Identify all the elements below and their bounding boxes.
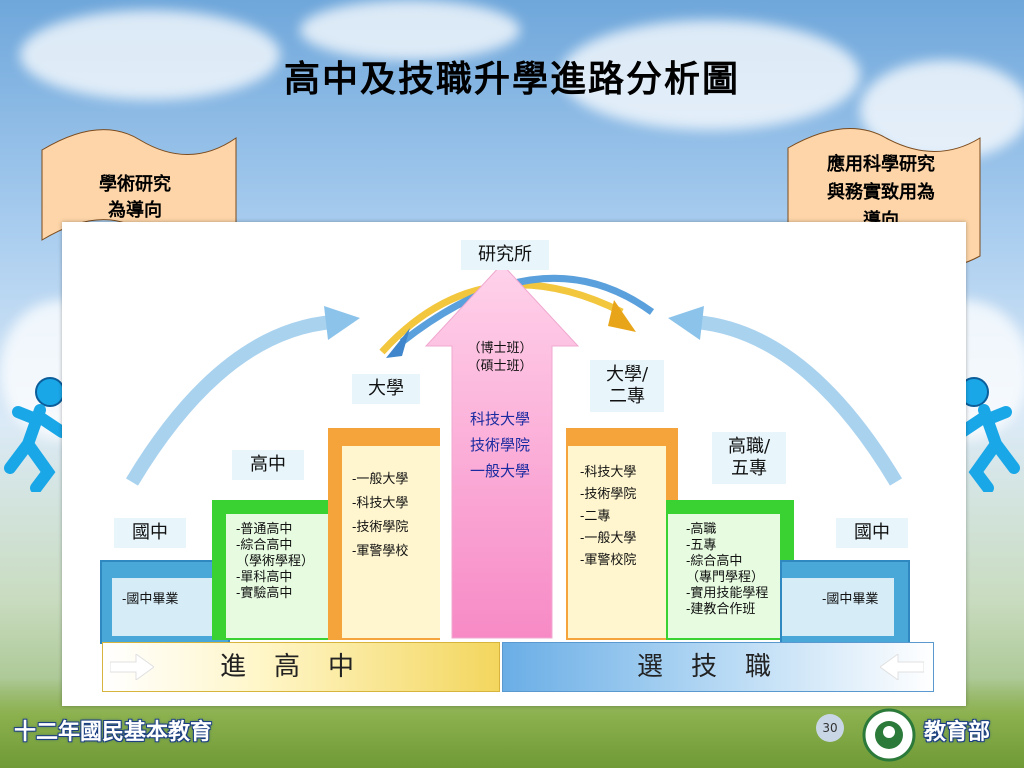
list-item: -科技大學 bbox=[580, 465, 637, 480]
box-vocational-right-text: -高職 -五專 -綜合高中 （專門學程） -實用技能學程 -建教合作班 bbox=[686, 522, 782, 618]
label-line: 二專 bbox=[609, 386, 645, 407]
degree-masters: （碩士班） bbox=[467, 359, 533, 374]
list-item: （學術學程） bbox=[236, 554, 315, 569]
left-flag-line2: 為導向 bbox=[108, 200, 162, 221]
box-junior-left-text: -國中畢業 bbox=[122, 592, 179, 607]
center-schools: 科技大學 技術學院 一般大學 bbox=[454, 406, 546, 484]
degree-phd: （博士班） bbox=[467, 341, 533, 356]
box-university-right bbox=[568, 446, 666, 638]
list-item: -實驗高中 bbox=[236, 586, 293, 601]
right-flag-line1: 應用科學研究 bbox=[827, 154, 935, 175]
box-highschool-left bbox=[226, 514, 338, 638]
label-line: 高職/ bbox=[727, 436, 771, 457]
arrow-left-icon bbox=[880, 654, 924, 680]
box-junior-right bbox=[782, 578, 894, 636]
list-item: -實用技能學程 bbox=[686, 586, 769, 601]
running-person-icon bbox=[4, 377, 68, 492]
diagram-panel: 研究所 （博士班） （碩士班） 科技大學 技術學院 一般大學 -國中畢業 國中 … bbox=[62, 222, 966, 706]
list-item: -綜合高中 bbox=[686, 554, 743, 569]
arrow-head bbox=[608, 300, 636, 332]
list-item: -技術學院 bbox=[352, 520, 409, 535]
label-university-left: 大學 bbox=[352, 374, 420, 404]
arrow-right-icon bbox=[110, 654, 154, 680]
box-university-right-text: -科技大學 -技術學院 -二專 -一般大學 -軍警校院 bbox=[580, 462, 666, 572]
box-university-left-text: -一般大學 -科技大學 -技術學院 -軍警學校 bbox=[352, 468, 440, 564]
list-item: -軍警學校 bbox=[352, 544, 409, 559]
list-item: -高職 bbox=[686, 522, 717, 537]
label-junior-right: 國中 bbox=[836, 518, 908, 548]
list-item: -一般大學 bbox=[352, 472, 409, 487]
arrow-head bbox=[668, 306, 704, 340]
footer-program-title: 十二年國民基本教育 bbox=[14, 720, 213, 745]
arrow-head bbox=[324, 306, 360, 340]
running-person-icon bbox=[956, 377, 1020, 492]
center-degrees: （博士班） （碩士班） bbox=[458, 340, 542, 376]
label-highschool-left: 高中 bbox=[232, 450, 304, 480]
label-junior-left: 國中 bbox=[114, 518, 186, 548]
page-title: 高中及技職升學進路分析圖 bbox=[283, 59, 740, 100]
label-vocational-right: 高職/ 五專 bbox=[712, 432, 786, 484]
list-item: （專門學程） bbox=[686, 570, 765, 585]
box-highschool-left-text: -普通高中 -綜合高中 （學術學程） -單科高中 -實驗高中 bbox=[236, 522, 336, 602]
list-item: -單科高中 bbox=[236, 570, 293, 585]
center-arrow bbox=[424, 263, 580, 639]
cloud bbox=[300, 0, 520, 60]
label-line: 大學/ bbox=[605, 364, 649, 385]
box-university-left bbox=[342, 446, 440, 638]
list-item: -二專 bbox=[580, 509, 611, 524]
list-item: -軍警校院 bbox=[580, 553, 637, 568]
right-flag-line2: 與務實致用為 bbox=[827, 182, 935, 203]
school-tech-college: 技術學院 bbox=[469, 436, 530, 454]
flow-arrows bbox=[125, 274, 903, 486]
ministry-seal-icon bbox=[862, 708, 916, 762]
label-line: 五專 bbox=[731, 458, 767, 479]
list-item: -普通高中 bbox=[236, 522, 293, 537]
list-item: -建教合作班 bbox=[686, 602, 756, 617]
box-junior-left bbox=[112, 578, 224, 636]
box-vocational-right bbox=[668, 514, 780, 638]
list-item: -綜合高中 bbox=[236, 538, 293, 553]
cloud bbox=[20, 10, 280, 100]
school-general-university: 一般大學 bbox=[469, 462, 530, 480]
cloud bbox=[560, 20, 860, 130]
bar-enter-highschool: 進高中 bbox=[102, 642, 500, 692]
list-item: -五專 bbox=[686, 538, 717, 553]
school-tech-university: 科技大學 bbox=[469, 410, 530, 428]
list-item: -科技大學 bbox=[352, 496, 409, 511]
list-item: -一般大學 bbox=[580, 531, 637, 546]
box-junior-right-text: -國中畢業 bbox=[822, 592, 879, 607]
page-number: 30 bbox=[816, 714, 844, 742]
label-graduate-school: 研究所 bbox=[461, 240, 549, 270]
footer-ministry: 教育部 bbox=[924, 720, 991, 745]
left-flag-line1: 學術研究 bbox=[99, 174, 171, 195]
arrow-head bbox=[386, 328, 410, 358]
label-university-right: 大學/ 二專 bbox=[590, 360, 664, 412]
bar-choose-vocational: 選技職 bbox=[502, 642, 934, 692]
list-item: -技術學院 bbox=[580, 487, 637, 502]
